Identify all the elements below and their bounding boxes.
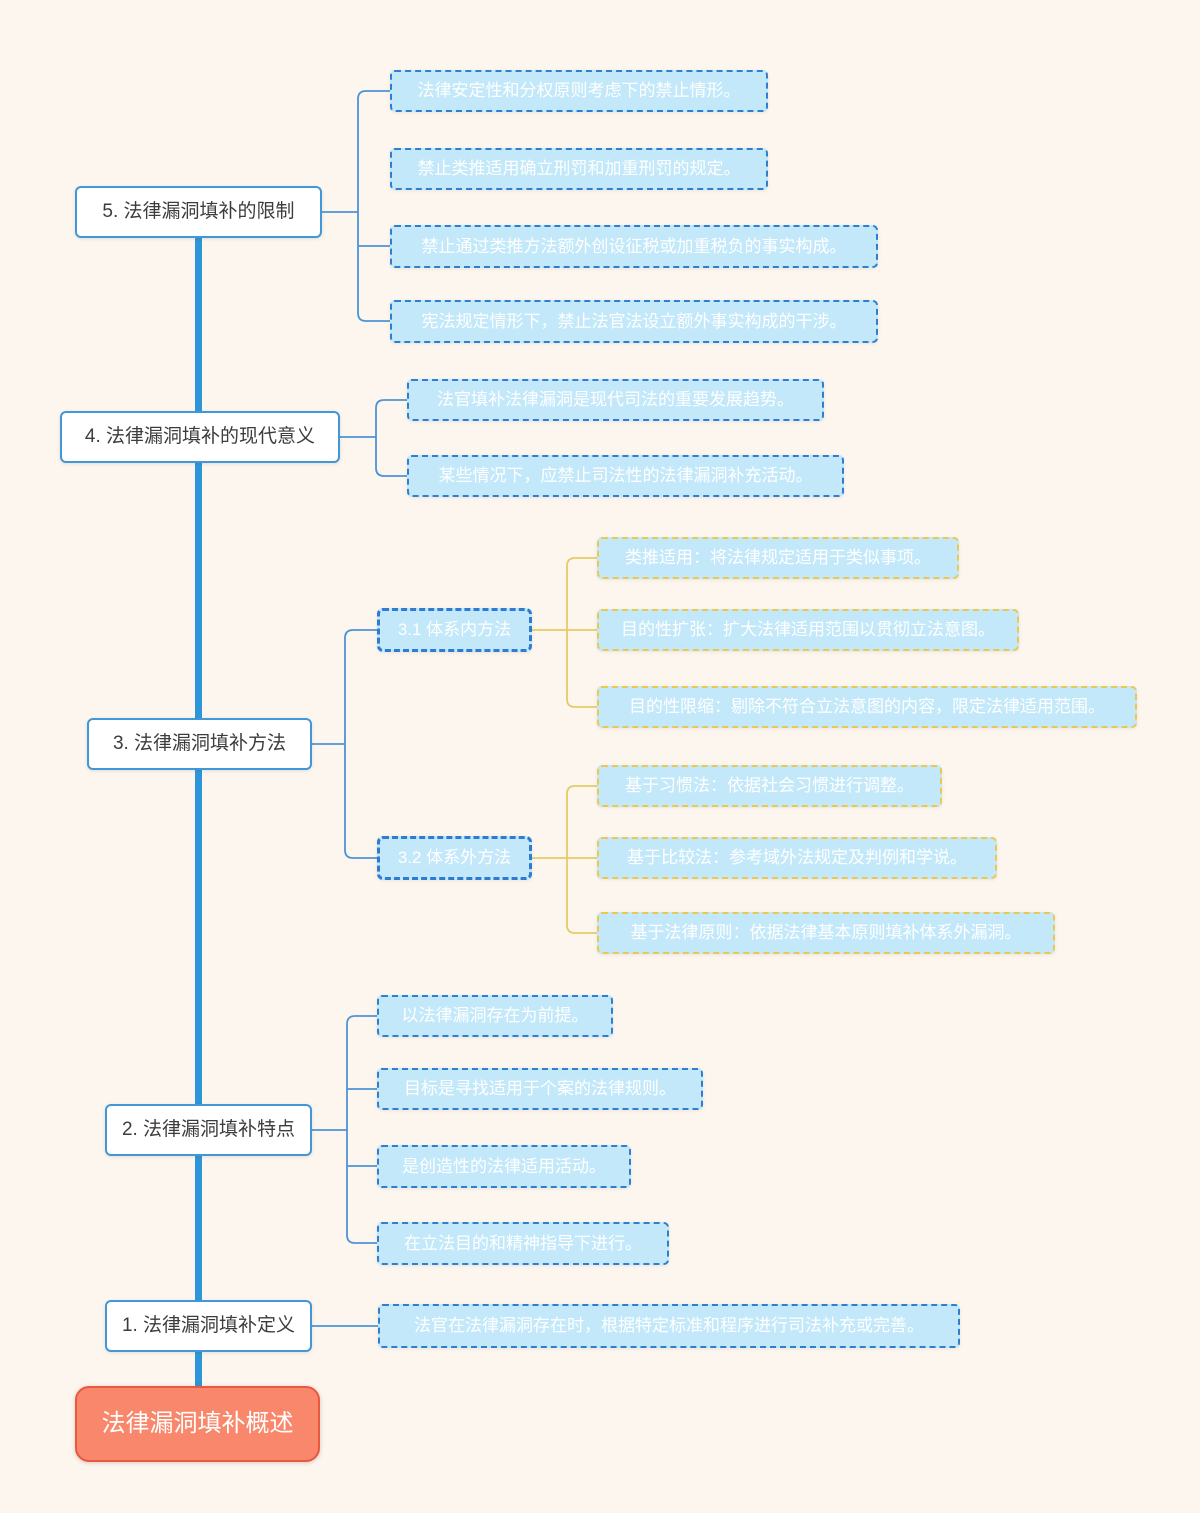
leaf-5-3[interactable]: 禁止通过类推方法额外创设征税或加重税负的事实构成。	[390, 225, 878, 268]
leaf-3-1-1[interactable]: 类推适用：将法律规定适用于类似事项。	[597, 537, 959, 579]
branch31-bracket	[566, 557, 597, 708]
topic-4-modern-significance[interactable]: 4. 法律漏洞填补的现代意义	[60, 411, 340, 463]
leaf-4-2[interactable]: 某些情况下，应禁止司法性的法律漏洞补充活动。	[407, 455, 844, 497]
leaf-3-1-3[interactable]: 目的性限缩：剔除不符合立法意图的内容，限定法律适用范围。	[597, 686, 1137, 728]
leaf-2-3[interactable]: 是创造性的法律适用活动。	[377, 1145, 631, 1188]
leaf-2-4[interactable]: 在立法目的和精神指导下进行。	[377, 1222, 669, 1265]
root-topic[interactable]: 法律漏洞填补概述	[75, 1386, 320, 1462]
yellow-branches	[532, 557, 597, 934]
blue-branches	[309, 90, 407, 1327]
leaf-3-1-2[interactable]: 目的性扩张：扩大法律适用范围以贯彻立法意图。	[597, 609, 1019, 651]
leaf-5-2[interactable]: 禁止类推适用确立刑罚和加重刑罚的规定。	[390, 148, 768, 190]
leaf-5-4[interactable]: 宪法规定情形下，禁止法官法设立额外事实构成的干涉。	[390, 300, 878, 343]
leaf-3-2-3[interactable]: 基于法律原则：依据法律基本原则填补体系外漏洞。	[597, 912, 1055, 954]
topic-2-characteristics[interactable]: 2. 法律漏洞填补特点	[105, 1104, 312, 1156]
leaf-2-2[interactable]: 目标是寻找适用于个案的法律规则。	[377, 1068, 703, 1110]
topic-1-definition[interactable]: 1. 法律漏洞填补定义	[105, 1300, 312, 1352]
leaf-1-1[interactable]: 法官在法律漏洞存在时，根据特定标准和程序进行司法补充或完善。	[378, 1304, 960, 1348]
leaf-3-2-2[interactable]: 基于比较法：参考域外法规定及判例和学说。	[597, 837, 997, 879]
topic-5-limits[interactable]: 5. 法律漏洞填补的限制	[75, 186, 322, 238]
topic-3-methods[interactable]: 3. 法律漏洞填补方法	[87, 718, 312, 770]
branch32-bracket	[566, 785, 597, 934]
leaf-2-1[interactable]: 以法律漏洞存在为前提。	[377, 995, 613, 1037]
leaf-3-2-1[interactable]: 基于习惯法：依据社会习惯进行调整。	[597, 765, 942, 807]
subtopic-3-2-external-methods[interactable]: 3.2 体系外方法	[377, 836, 532, 880]
subtopic-3-1-internal-methods[interactable]: 3.1 体系内方法	[377, 608, 532, 652]
branch2-bracket	[346, 1015, 377, 1244]
leaf-4-1[interactable]: 法官填补法律漏洞是现代司法的重要发展趋势。	[407, 379, 824, 421]
branch5-bracket	[357, 90, 390, 322]
leaf-5-1[interactable]: 法律安定性和分权原则考虑下的禁止情形。	[390, 70, 768, 112]
branch4-bracket	[375, 399, 407, 477]
branch3-bracket	[344, 629, 377, 859]
